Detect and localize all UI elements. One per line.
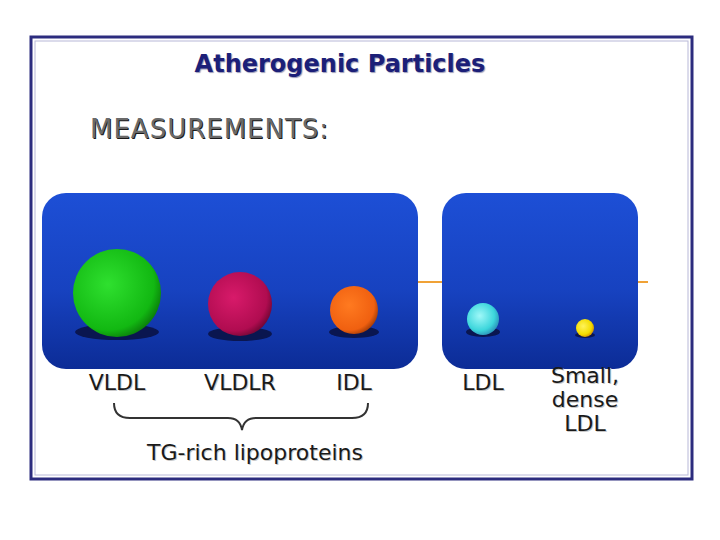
particle-label-group: LDL: [434, 371, 532, 395]
particle-sphere: [575, 318, 595, 338]
particle-label: IDL: [295, 371, 413, 395]
particle-circle: [467, 303, 499, 335]
particle-circle: [208, 272, 272, 336]
particle-label-group: Small, dense LDL: [533, 364, 637, 437]
slide-title: Atherogenic Particles: [140, 50, 540, 78]
particle-label: VLDL: [43, 371, 191, 395]
particle-sphere: [329, 285, 379, 335]
particle: IDL: [295, 285, 413, 398]
slide-frame: [31, 37, 692, 479]
particle: LDL: [434, 302, 532, 398]
particle-circle: [330, 286, 378, 334]
particle-circle: [576, 319, 594, 337]
particle-label-group: VLDL: [43, 371, 191, 395]
particle-circle: [73, 249, 161, 337]
particle: Small, dense LDL: [533, 318, 637, 439]
particle-sphere: [207, 271, 273, 337]
group-label: TG-rich lipoproteins: [105, 440, 405, 465]
particle-sphere: [72, 248, 162, 338]
group-panel: [442, 193, 638, 369]
particle-label-group: VLDLR: [166, 371, 314, 395]
particle-label: LDL: [434, 371, 532, 395]
group-panel: [42, 193, 418, 369]
particle: VLDLR: [166, 271, 314, 398]
particle-sphere: [466, 302, 500, 336]
particle: VLDL: [43, 248, 191, 398]
particle-label-group: IDL: [295, 371, 413, 395]
particle-label: Small, dense LDL: [533, 364, 637, 437]
slide-frame-inner: [35, 41, 688, 475]
brace: [114, 403, 368, 430]
section-heading: MEASUREMENTS:: [90, 114, 329, 144]
particle-label: VLDLR: [166, 371, 314, 395]
